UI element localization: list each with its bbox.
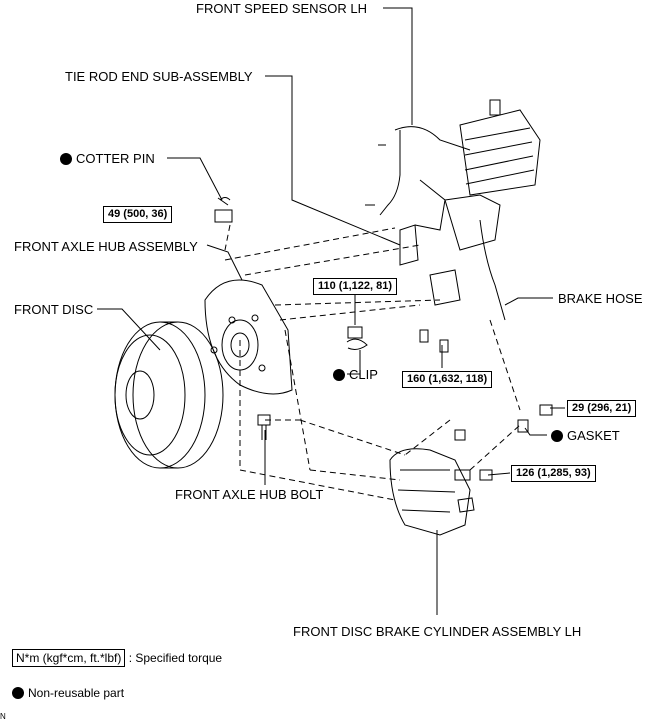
leader-speed-sensor — [383, 7, 413, 125]
label-cotter-pin: COTTER PIN — [76, 151, 155, 166]
speed-sensor-shape — [365, 126, 471, 216]
torque-160: 160 (1,632, 118) — [402, 371, 493, 388]
nonreusable-dot-icon — [12, 687, 24, 699]
label-clip-row: CLIP — [333, 367, 378, 382]
front-disc-shape — [114, 321, 224, 469]
nonreusable-dot-icon — [60, 153, 72, 165]
torque-49: 49 (500, 36) — [103, 206, 173, 223]
axle-hub-shape — [204, 279, 293, 395]
leader-front-disc — [97, 308, 161, 351]
label-front-speed-sensor: FRONT SPEED SENSOR LH — [196, 1, 367, 16]
leader-tie-rod — [265, 75, 401, 246]
nonreusable-dot-icon — [551, 430, 563, 442]
leader-clip — [347, 350, 361, 375]
caliper-shape — [389, 429, 493, 536]
label-cotter-pin-row: COTTER PIN — [60, 151, 155, 166]
nonreusable-dot-icon — [333, 369, 345, 381]
strut-shape — [399, 99, 541, 306]
hub-bolt-shape — [257, 414, 271, 440]
brake-hose-shape — [479, 219, 506, 321]
corner-mark: N — [0, 712, 6, 721]
legend-torque-text: : Specified torque — [128, 651, 223, 665]
leader-brake-hose — [504, 297, 553, 306]
legend-torque-box: N*m (kgf*cm, ft.*lbf) — [12, 649, 126, 667]
castle-nut-shape — [214, 209, 233, 223]
legend-nonreusable: Non-reusable part — [12, 686, 124, 700]
legend-torque: N*m (kgf*cm, ft.*lbf) : Specified torque — [12, 649, 223, 667]
cotter-pin-shape — [217, 197, 231, 206]
torque-126: 126 (1,285, 93) — [511, 465, 596, 482]
clip-shape — [346, 338, 368, 350]
label-brake-hose: BRAKE HOSE — [558, 291, 643, 306]
label-brake-cylinder: FRONT DISC BRAKE CYLINDER ASSEMBLY LH — [293, 624, 582, 639]
leader-t126 — [487, 472, 511, 476]
legend-nonreusable-text: Non-reusable part — [28, 686, 125, 700]
label-front-disc: FRONT DISC — [14, 302, 94, 317]
label-gasket: GASKET — [567, 428, 620, 443]
label-clip: CLIP — [349, 367, 378, 382]
leader-cotter-pin — [167, 157, 223, 201]
torque-110: 110 (1,122, 81) — [313, 278, 398, 295]
union-bolt-shape — [517, 404, 553, 433]
label-gasket-row: GASKET — [551, 428, 620, 443]
torque-29: 29 (296, 21) — [567, 400, 637, 417]
leader-gasket — [524, 427, 547, 436]
label-tie-rod-end: TIE ROD END SUB-ASSEMBLY — [65, 69, 253, 84]
label-front-axle-hub-bolt: FRONT AXLE HUB BOLT — [175, 487, 324, 502]
nut-110-shape — [347, 326, 363, 339]
label-front-axle-hub: FRONT AXLE HUB ASSEMBLY — [14, 239, 198, 254]
leader-axle-hub — [206, 244, 243, 281]
